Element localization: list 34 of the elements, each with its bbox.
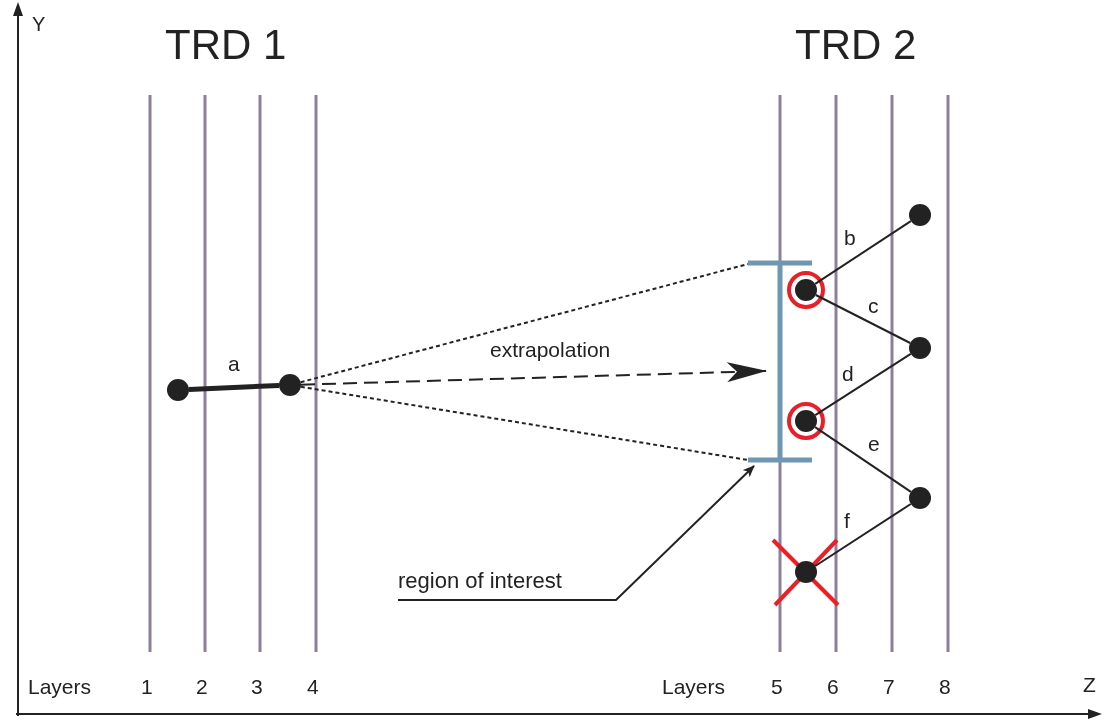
hit-dot (909, 337, 931, 359)
connector-line (814, 294, 912, 344)
arrow (300, 362, 767, 386)
row-label: Layers (662, 676, 726, 697)
layer-number: 5 (771, 676, 783, 697)
callout-text: region of interest (398, 568, 562, 594)
connector-line (188, 383, 280, 392)
layer-number: 3 (251, 676, 263, 697)
layer-number: 8 (939, 676, 951, 697)
hit-dot (909, 204, 931, 226)
layer-number: 4 (307, 676, 319, 697)
layer-number: 2 (196, 676, 208, 697)
hit-dot (279, 374, 301, 396)
connector-line (814, 220, 912, 285)
connector-line (814, 503, 912, 567)
hit-dot (795, 410, 817, 432)
hit-dot (909, 487, 931, 509)
detector-title: TRD 1 (165, 24, 287, 66)
connector-line (814, 352, 912, 417)
region-bracket (748, 258, 812, 465)
axis-label: Y (32, 14, 46, 34)
detector-title: TRD 2 (795, 24, 917, 66)
hit-dot (795, 561, 817, 583)
connector-line (299, 263, 749, 384)
axis-label: Z (1083, 674, 1096, 695)
arrow (397, 465, 755, 601)
row-label: Layers (28, 676, 92, 697)
layer-number: 7 (883, 676, 895, 697)
layer-number: 1 (141, 676, 153, 697)
hit-dot (167, 379, 189, 401)
connector-line (299, 385, 749, 461)
hit-dot (795, 279, 817, 301)
layer-number: 6 (827, 676, 839, 697)
connector-line (814, 426, 912, 493)
